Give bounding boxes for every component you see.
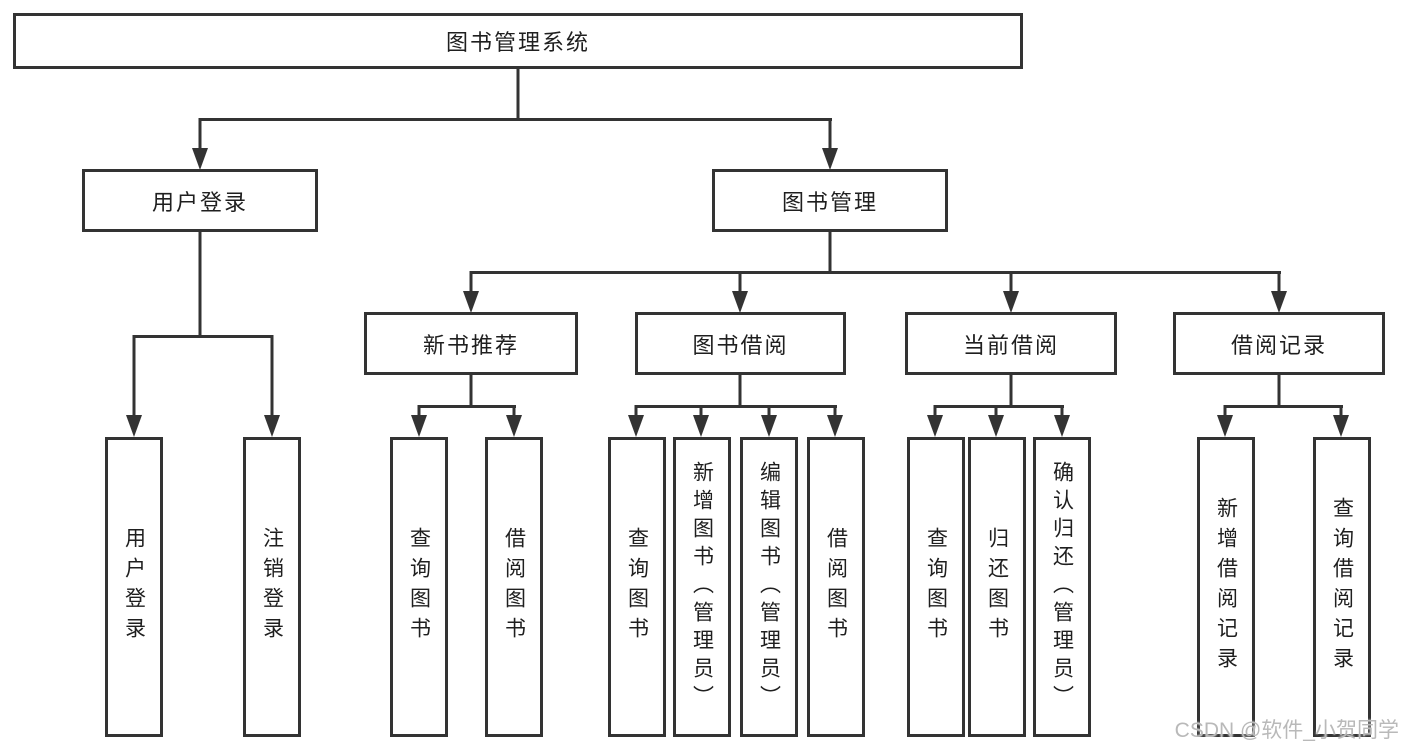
- connector-line: [635, 405, 837, 408]
- node-label: 查询图书: [625, 527, 649, 647]
- arrow-down-icon: [1271, 271, 1287, 313]
- leaf-borrow-books: 借阅图书: [807, 437, 865, 737]
- node-label: 新增借阅记录: [1214, 497, 1238, 677]
- leaf-borrow-books-recommend: 借阅图书: [485, 437, 543, 737]
- node-label: 查询图书: [407, 527, 431, 647]
- connector-line: [516, 69, 520, 118]
- node-label: 用户登录: [122, 527, 146, 647]
- node-book-management: 图书管理: [712, 169, 948, 232]
- node-label: 编辑图书（管理员）: [757, 461, 781, 713]
- node-label: 确认归还（管理员）: [1050, 461, 1074, 713]
- connector-line: [133, 335, 273, 338]
- connector-line: [738, 375, 742, 408]
- arrow-down-icon: [264, 335, 280, 437]
- leaf-return-books: 归还图书: [968, 437, 1026, 737]
- node-label: 当前借阅: [962, 332, 1059, 358]
- node-book-borrow: 图书借阅: [635, 312, 846, 375]
- arrow-down-icon: [1054, 405, 1070, 437]
- connector-line: [199, 118, 832, 121]
- leaf-user-login: 用户登录: [105, 437, 163, 737]
- node-label: 借阅图书: [502, 527, 526, 647]
- arrow-down-icon: [1217, 405, 1233, 437]
- node-user-login: 用户登录: [82, 169, 318, 232]
- node-borrow-records: 借阅记录: [1173, 312, 1385, 375]
- connector-line: [198, 232, 202, 335]
- node-label: 借阅图书: [824, 527, 848, 647]
- node-label: 图书借阅: [692, 332, 789, 358]
- connector-line: [828, 232, 832, 274]
- connector-line: [1009, 375, 1013, 408]
- leaf-query-books-current: 查询图书: [907, 437, 965, 737]
- arrow-down-icon: [822, 118, 838, 170]
- leaf-add-borrow-record: 新增借阅记录: [1197, 437, 1255, 737]
- node-label: 用户登录: [151, 189, 248, 215]
- leaf-query-borrow-record: 查询借阅记录: [1313, 437, 1371, 737]
- leaf-logout: 注销登录: [243, 437, 301, 737]
- connector-line: [418, 405, 516, 408]
- arrow-down-icon: [192, 118, 208, 170]
- leaf-confirm-return-admin: 确认归还（管理员）: [1033, 437, 1091, 737]
- arrow-down-icon: [628, 405, 644, 437]
- leaf-query-books-recommend: 查询图书: [390, 437, 448, 737]
- arrow-down-icon: [463, 271, 479, 313]
- node-label: 新增图书（管理员）: [690, 461, 714, 713]
- arrow-down-icon: [927, 405, 943, 437]
- node-label: 新书推荐: [422, 332, 519, 358]
- arrow-down-icon: [126, 335, 142, 437]
- leaf-edit-books-admin: 编辑图书（管理员）: [740, 437, 798, 737]
- arrow-down-icon: [761, 405, 777, 437]
- arrow-down-icon: [1333, 405, 1349, 437]
- csdn-watermark: CSDN @软件_小贺同学: [1174, 719, 1399, 742]
- arrow-down-icon: [827, 405, 843, 437]
- arrow-down-icon: [1003, 271, 1019, 313]
- node-label: 归还图书: [985, 527, 1009, 647]
- node-label: 查询图书: [924, 527, 948, 647]
- leaf-query-books-borrow: 查询图书: [608, 437, 666, 737]
- node-label: 注销登录: [260, 527, 284, 647]
- node-label: 查询借阅记录: [1330, 497, 1354, 677]
- node-label: 图书管理: [781, 189, 878, 215]
- arrow-down-icon: [506, 405, 522, 437]
- connector-line: [1224, 405, 1343, 408]
- node-current-borrow: 当前借阅: [905, 312, 1117, 375]
- leaf-add-books-admin: 新增图书（管理员）: [673, 437, 731, 737]
- arrow-down-icon: [693, 405, 709, 437]
- node-label: 借阅记录: [1230, 332, 1327, 358]
- arrow-down-icon: [988, 405, 1004, 437]
- arrow-down-icon: [732, 271, 748, 313]
- node-library-management-system: 图书管理系统: [13, 13, 1023, 69]
- connector-line: [469, 375, 473, 408]
- node-new-book-recommend: 新书推荐: [364, 312, 578, 375]
- connector-line: [1277, 375, 1281, 408]
- arrow-down-icon: [411, 405, 427, 437]
- connector-line: [470, 271, 1281, 274]
- node-label: 图书管理系统: [445, 30, 590, 55]
